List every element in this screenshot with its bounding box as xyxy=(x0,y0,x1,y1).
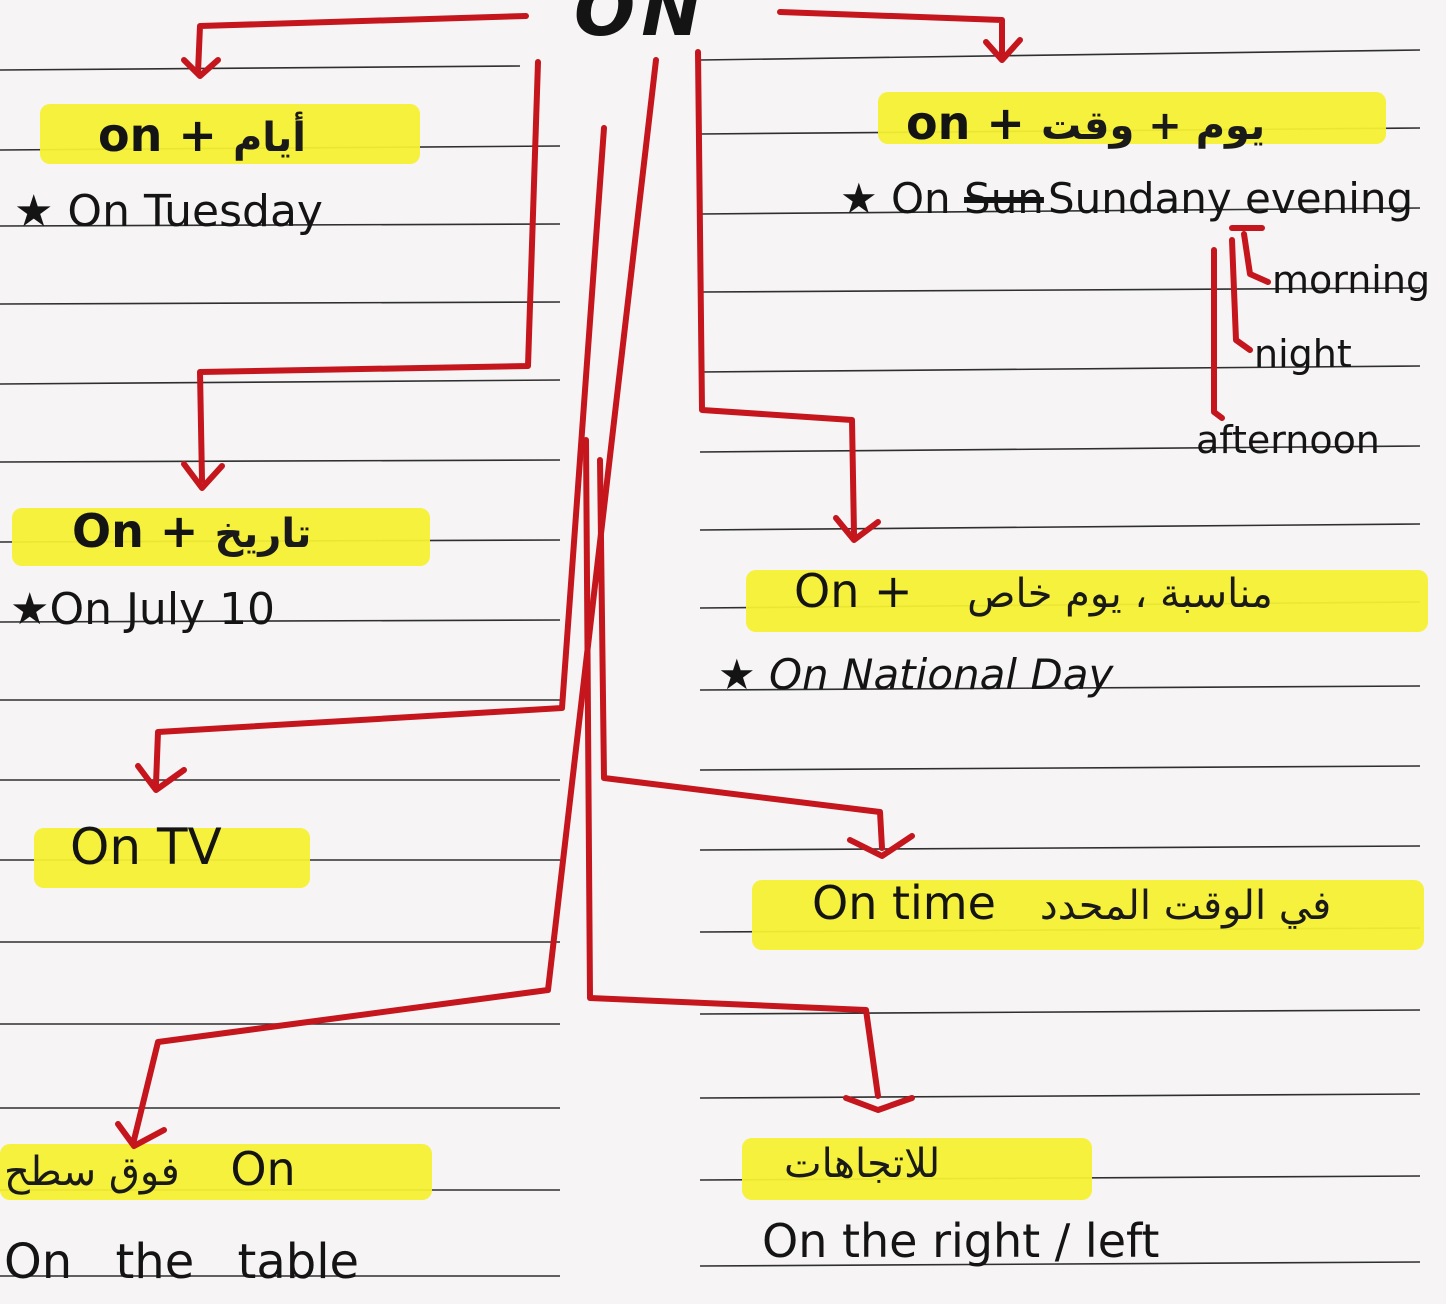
arrow-to-afternoon xyxy=(1211,247,1225,421)
sub-item-morning: morning xyxy=(1272,258,1431,302)
direction-example: On the right / left xyxy=(762,1214,1160,1268)
time-of-day-example-struck: Sun xyxy=(964,174,1044,223)
arrow-to-days xyxy=(195,13,529,75)
time-of-day-heading-ar: يوم + وقت xyxy=(1040,103,1266,149)
highlight-dates xyxy=(12,508,430,566)
direction-heading-ar: للاتجاهات xyxy=(784,1141,941,1187)
days-heading: on + أيام xyxy=(98,108,306,162)
occasion-heading: On + مناسبة ، يوم خاص xyxy=(794,564,1273,618)
highlight-on-time xyxy=(752,880,1424,950)
direction-heading: للاتجاهات xyxy=(784,1134,940,1188)
arrow-to-occasion xyxy=(695,49,857,537)
occasion-example: ★ On National Day xyxy=(718,650,1114,699)
on-time-heading: On time في الوقت المحدد xyxy=(812,876,1331,930)
dates-example: ★On July 10 xyxy=(10,584,276,635)
tv-heading: On TV xyxy=(70,818,222,876)
arrow-to-tv xyxy=(153,125,607,787)
arrow-to-direction xyxy=(583,437,881,1099)
surface-heading-ar: فوق سطح xyxy=(4,1149,180,1195)
highlight-time-of-day xyxy=(878,92,1386,144)
arrow-to-time-of-day xyxy=(777,9,1005,59)
dates-heading-ar: تاريخ xyxy=(214,511,312,557)
dates-heading-en: On + xyxy=(72,504,215,558)
arrow-to-night xyxy=(1229,237,1253,353)
surface-heading-en: On xyxy=(230,1142,296,1196)
highlight-days xyxy=(40,104,420,164)
surface-example: On the table xyxy=(4,1234,360,1290)
highlight-tv xyxy=(34,828,310,888)
time-of-day-heading: on + يوم + وقت xyxy=(906,96,1265,150)
sub-item-night: night xyxy=(1254,332,1352,376)
time-of-day-example-prefix: ★ On xyxy=(840,174,965,223)
arrow-to-morning xyxy=(1241,231,1271,285)
on-time-heading-en: On time xyxy=(812,876,996,930)
occasion-heading-en: On + xyxy=(794,564,928,618)
highlight-occasion xyxy=(746,570,1428,632)
days-heading-en: on + xyxy=(98,108,233,162)
time-of-day-example-rest: Sundany evening xyxy=(1047,174,1414,223)
surface-heading: فوق سطح On xyxy=(4,1142,296,1196)
days-heading-ar: أيام xyxy=(232,115,307,161)
days-example: ★ On Tuesday xyxy=(14,186,323,237)
occasion-heading-ar: مناسبة ، يوم خاص xyxy=(967,571,1273,617)
highlight-direction xyxy=(742,1138,1092,1200)
page-title: ON xyxy=(574,0,708,52)
dates-heading: On + تاريخ xyxy=(72,504,311,558)
arrow-to-dates xyxy=(197,59,541,483)
on-time-heading-ar: في الوقت المحدد xyxy=(1039,883,1332,929)
highlight-surface xyxy=(0,1144,432,1200)
time-of-day-example: ★ On SunSundany evening xyxy=(840,174,1413,223)
arrow-to-on-time xyxy=(597,457,885,851)
time-of-day-heading-en: on + xyxy=(906,96,1041,150)
sub-item-afternoon: afternoon xyxy=(1196,418,1380,462)
